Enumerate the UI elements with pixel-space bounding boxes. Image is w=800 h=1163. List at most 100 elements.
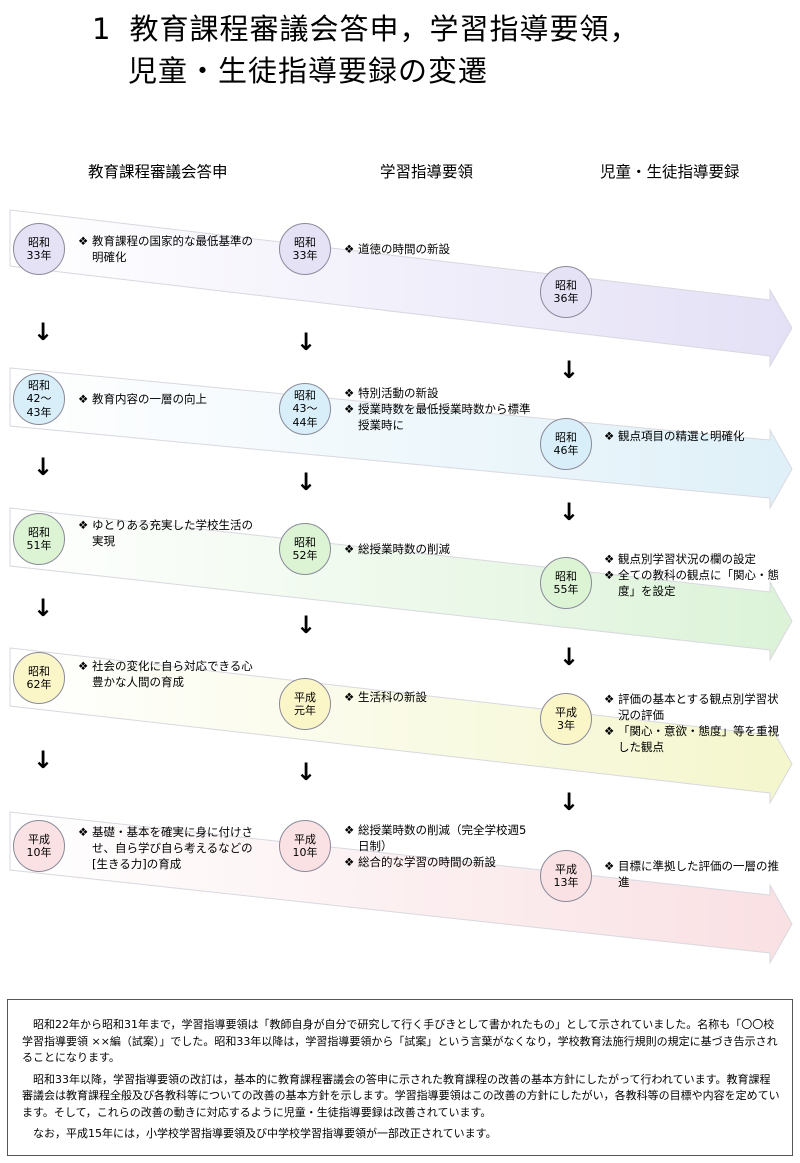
diamond-bullet-icon: ❖: [344, 690, 355, 704]
diamond-bullet-icon: ❖: [344, 242, 355, 256]
era-label: 元年: [294, 704, 316, 717]
timeline-band-arrow: [9, 507, 793, 662]
page-title-line2: 児童・生徒指導要録の変遷: [128, 54, 489, 88]
note-text: 教育課程の国家的な最低基準の明確化: [92, 234, 253, 264]
note-item: ❖総授業時数の削減（完全学校週5日制）: [344, 822, 534, 854]
records-note: ❖評価の基本とする観点別学習状況の評価❖「関心・意欲・態度」等を重視した観点: [604, 691, 782, 755]
guidelines-note: ❖道徳の時間の新設: [344, 241, 534, 257]
era-label: 昭和: [555, 569, 577, 583]
title-number: 1: [92, 12, 112, 46]
title-text-line1: 教育課程審議会答申，学習指導要領，: [129, 12, 640, 46]
records-note: ❖目標に準拠した評価の一層の推進: [604, 858, 782, 890]
guidelines-era-circle: 平成元年: [279, 678, 331, 730]
era-label: 51年: [26, 539, 52, 552]
down-arrow-icon: ↓: [296, 611, 317, 639]
note-text: 生活科の新設: [358, 690, 427, 704]
era-label: 昭和: [28, 664, 50, 678]
era-label: 平成: [28, 832, 50, 846]
down-arrow-icon: ↓: [559, 356, 580, 384]
timeline-bands: [9, 209, 793, 965]
era-label: 33年: [26, 249, 52, 262]
note-item: ❖道徳の時間の新設: [344, 241, 534, 257]
diamond-bullet-icon: ❖: [344, 386, 355, 400]
note-text: 評価の基本とする観点別学習状況の評価: [618, 692, 779, 722]
records-note: ❖観点項目の精選と明確化: [604, 428, 782, 444]
note-item: ❖社会の変化に自ら対応できる心豊かな人間の育成: [78, 658, 263, 690]
down-arrow-icon: ↓: [296, 328, 317, 356]
diamond-bullet-icon: ❖: [344, 542, 355, 556]
era-label: 43年: [26, 405, 52, 419]
note-item: ❖総授業時数の削減: [344, 541, 534, 557]
diamond-bullet-icon: ❖: [78, 659, 89, 673]
note-text: 教育内容の一層の向上: [92, 392, 207, 406]
guidelines-note: ❖生活科の新設: [344, 689, 534, 705]
diamond-bullet-icon: ❖: [604, 724, 615, 738]
era-label: 昭和: [28, 378, 50, 392]
era-label: 昭和: [294, 535, 316, 549]
diamond-bullet-icon: ❖: [604, 859, 615, 873]
note-text: 社会の変化に自ら対応できる心豊かな人間の育成: [92, 659, 253, 689]
diamond-bullet-icon: ❖: [78, 234, 89, 248]
era-label: 3年: [557, 719, 575, 732]
records-note: ❖観点別学習状況の欄の設定❖全ての教科の観点に「関心・態度」を設定: [604, 551, 782, 599]
note-text: 観点別学習状況の欄の設定: [618, 552, 756, 566]
era-label: 13年: [553, 876, 579, 889]
diamond-bullet-icon: ❖: [344, 855, 355, 869]
explanation-box: 昭和22年から昭和31年まで，学習指導要領は「教師自身が自分で研究して行く手びき…: [7, 999, 793, 1156]
note-text: ゆとりある充実した学校生活の実現: [92, 518, 253, 548]
diamond-bullet-icon: ❖: [344, 402, 355, 416]
guidelines-note: ❖総授業時数の削減: [344, 541, 534, 557]
council-note: ❖教育課程の国家的な最低基準の明確化: [78, 233, 263, 265]
note-item: ❖教育内容の一層の向上: [78, 391, 263, 407]
note-text: 「関心・意欲・態度」等を重視した観点: [618, 724, 779, 754]
era-label: 昭和: [555, 278, 577, 292]
diamond-bullet-icon: ❖: [604, 568, 615, 582]
note-text: 授業時数を最低授業時数から標準授業時に: [358, 402, 531, 432]
era-label: 平成: [555, 862, 577, 876]
explanation-paragraph: 昭和33年以降，学習指導要領の改訂は，基本的に教育課程審議会の答申に示された教育…: [22, 1072, 780, 1119]
era-label: 昭和: [28, 525, 50, 539]
timeline-band-arrow: [9, 647, 793, 805]
note-item: ❖教育課程の国家的な最低基準の明確化: [78, 233, 263, 265]
note-text: 総授業時数の削減: [358, 542, 450, 556]
guidelines-note: ❖特別活動の新設❖授業時数を最低授業時数から標準授業時に: [344, 385, 534, 433]
column-header-guidelines: 学習指導要領: [380, 163, 474, 181]
era-label: 平成: [294, 690, 316, 704]
note-item: ❖「関心・意欲・態度」等を重視した観点: [604, 723, 782, 755]
era-label: 昭和: [294, 388, 316, 402]
down-arrow-icon: ↓: [33, 746, 54, 774]
era-label: 平成: [555, 705, 577, 719]
era-label: 昭和: [28, 235, 50, 249]
note-item: ❖観点別学習状況の欄の設定: [604, 551, 782, 567]
note-text: 基礎・基本を確実に身に付けさせ、自ら学び自ら考えるなどの[生きる力]の育成: [92, 825, 253, 871]
era-label: 44年: [292, 415, 318, 429]
note-text: 総授業時数の削減（完全学校週5日制）: [358, 823, 527, 853]
explanation-paragraph: 昭和22年から昭和31年まで，学習指導要領は「教師自身が自分で研究して行く手びき…: [22, 1018, 778, 1064]
down-arrow-icon: ↓: [559, 788, 580, 816]
diamond-bullet-icon: ❖: [78, 825, 89, 839]
down-arrow-icon: ↓: [33, 453, 54, 481]
note-item: ❖授業時数を最低授業時数から標準授業時に: [344, 401, 534, 433]
council-note: ❖社会の変化に自ら対応できる心豊かな人間の育成: [78, 658, 263, 690]
era-label: 36年: [553, 292, 579, 305]
explanation-paragraph: なお，平成15年には，小学校学習指導要領及び中学校学習指導要領が一部改正されてい…: [33, 1127, 497, 1140]
era-label: 昭和: [555, 430, 577, 444]
era-label: 10年: [292, 846, 318, 859]
note-text: 観点項目の精選と明確化: [618, 429, 745, 443]
note-item: ❖ゆとりある充実した学校生活の実現: [78, 517, 263, 549]
era-label: 52年: [292, 549, 318, 562]
timeline-band-arrow: [9, 811, 793, 965]
note-text: 道徳の時間の新設: [358, 242, 450, 256]
note-item: ❖評価の基本とする観点別学習状況の評価: [604, 691, 782, 723]
note-text: 全ての教科の観点に「関心・態度」を設定: [618, 568, 779, 598]
diamond-bullet-icon: ❖: [78, 392, 89, 406]
timeline-band-arrow: [9, 367, 793, 510]
